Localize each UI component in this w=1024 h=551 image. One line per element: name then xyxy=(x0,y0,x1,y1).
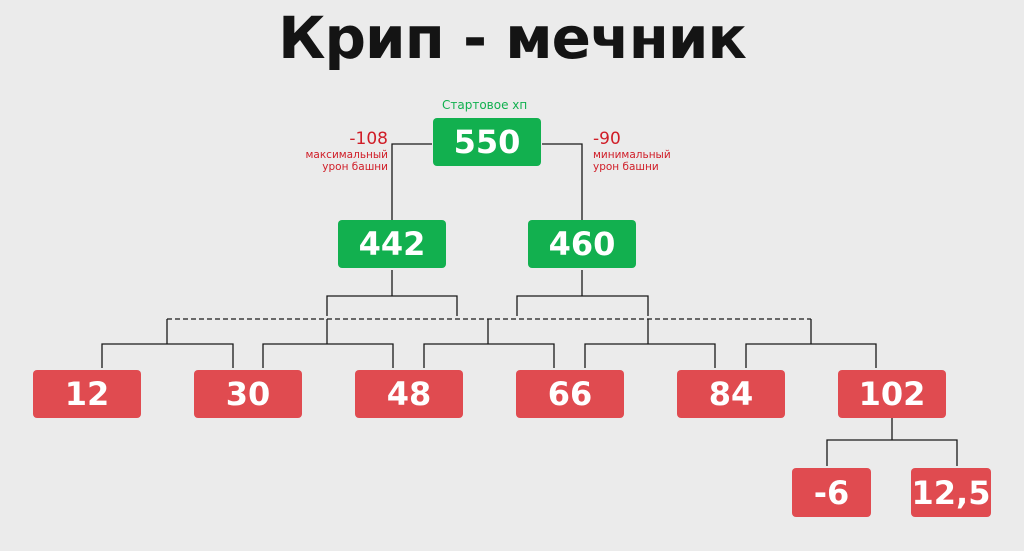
node-48: 48 xyxy=(355,370,463,418)
annotation-max-damage: -108 максимальный урон башни xyxy=(290,129,388,174)
node-12: 12 xyxy=(33,370,141,418)
node-12-5: 12,5 xyxy=(911,468,991,517)
connector-pair-48-66 xyxy=(423,343,555,368)
node-102: 102 xyxy=(838,370,946,418)
max-damage-line1: максимальный xyxy=(305,149,388,161)
node-30: 30 xyxy=(194,370,302,418)
node-84: 84 xyxy=(677,370,785,418)
connector-102-bracket xyxy=(826,439,958,466)
node-442: 442 xyxy=(338,220,446,268)
connector-pair-84-102 xyxy=(745,343,877,368)
start-hp-caption: Стартовое хп xyxy=(442,98,528,112)
node-460: 460 xyxy=(528,220,636,268)
connector-pair-30-48 xyxy=(262,343,394,368)
node-root: 550 xyxy=(433,118,541,166)
diagram-title: Крип - мечник xyxy=(278,4,747,72)
connector-root-left xyxy=(391,143,432,220)
min-damage-value: -90 xyxy=(593,129,621,149)
min-damage-line1: минимальный xyxy=(593,149,671,161)
max-damage-line2: урон башни xyxy=(322,161,388,173)
connector-442-bracket xyxy=(326,295,458,316)
connector-pair-66-84 xyxy=(584,343,716,368)
node-minus-6: -6 xyxy=(792,468,871,517)
connector-pair-12-30 xyxy=(101,343,234,368)
min-damage-line2: урон башни xyxy=(593,161,659,173)
max-damage-value: -108 xyxy=(349,129,388,149)
node-66: 66 xyxy=(516,370,624,418)
connector-root-right xyxy=(542,143,583,220)
annotation-min-damage: -90 минимальный урон башни xyxy=(593,129,703,174)
connector-460-bracket xyxy=(516,295,649,316)
